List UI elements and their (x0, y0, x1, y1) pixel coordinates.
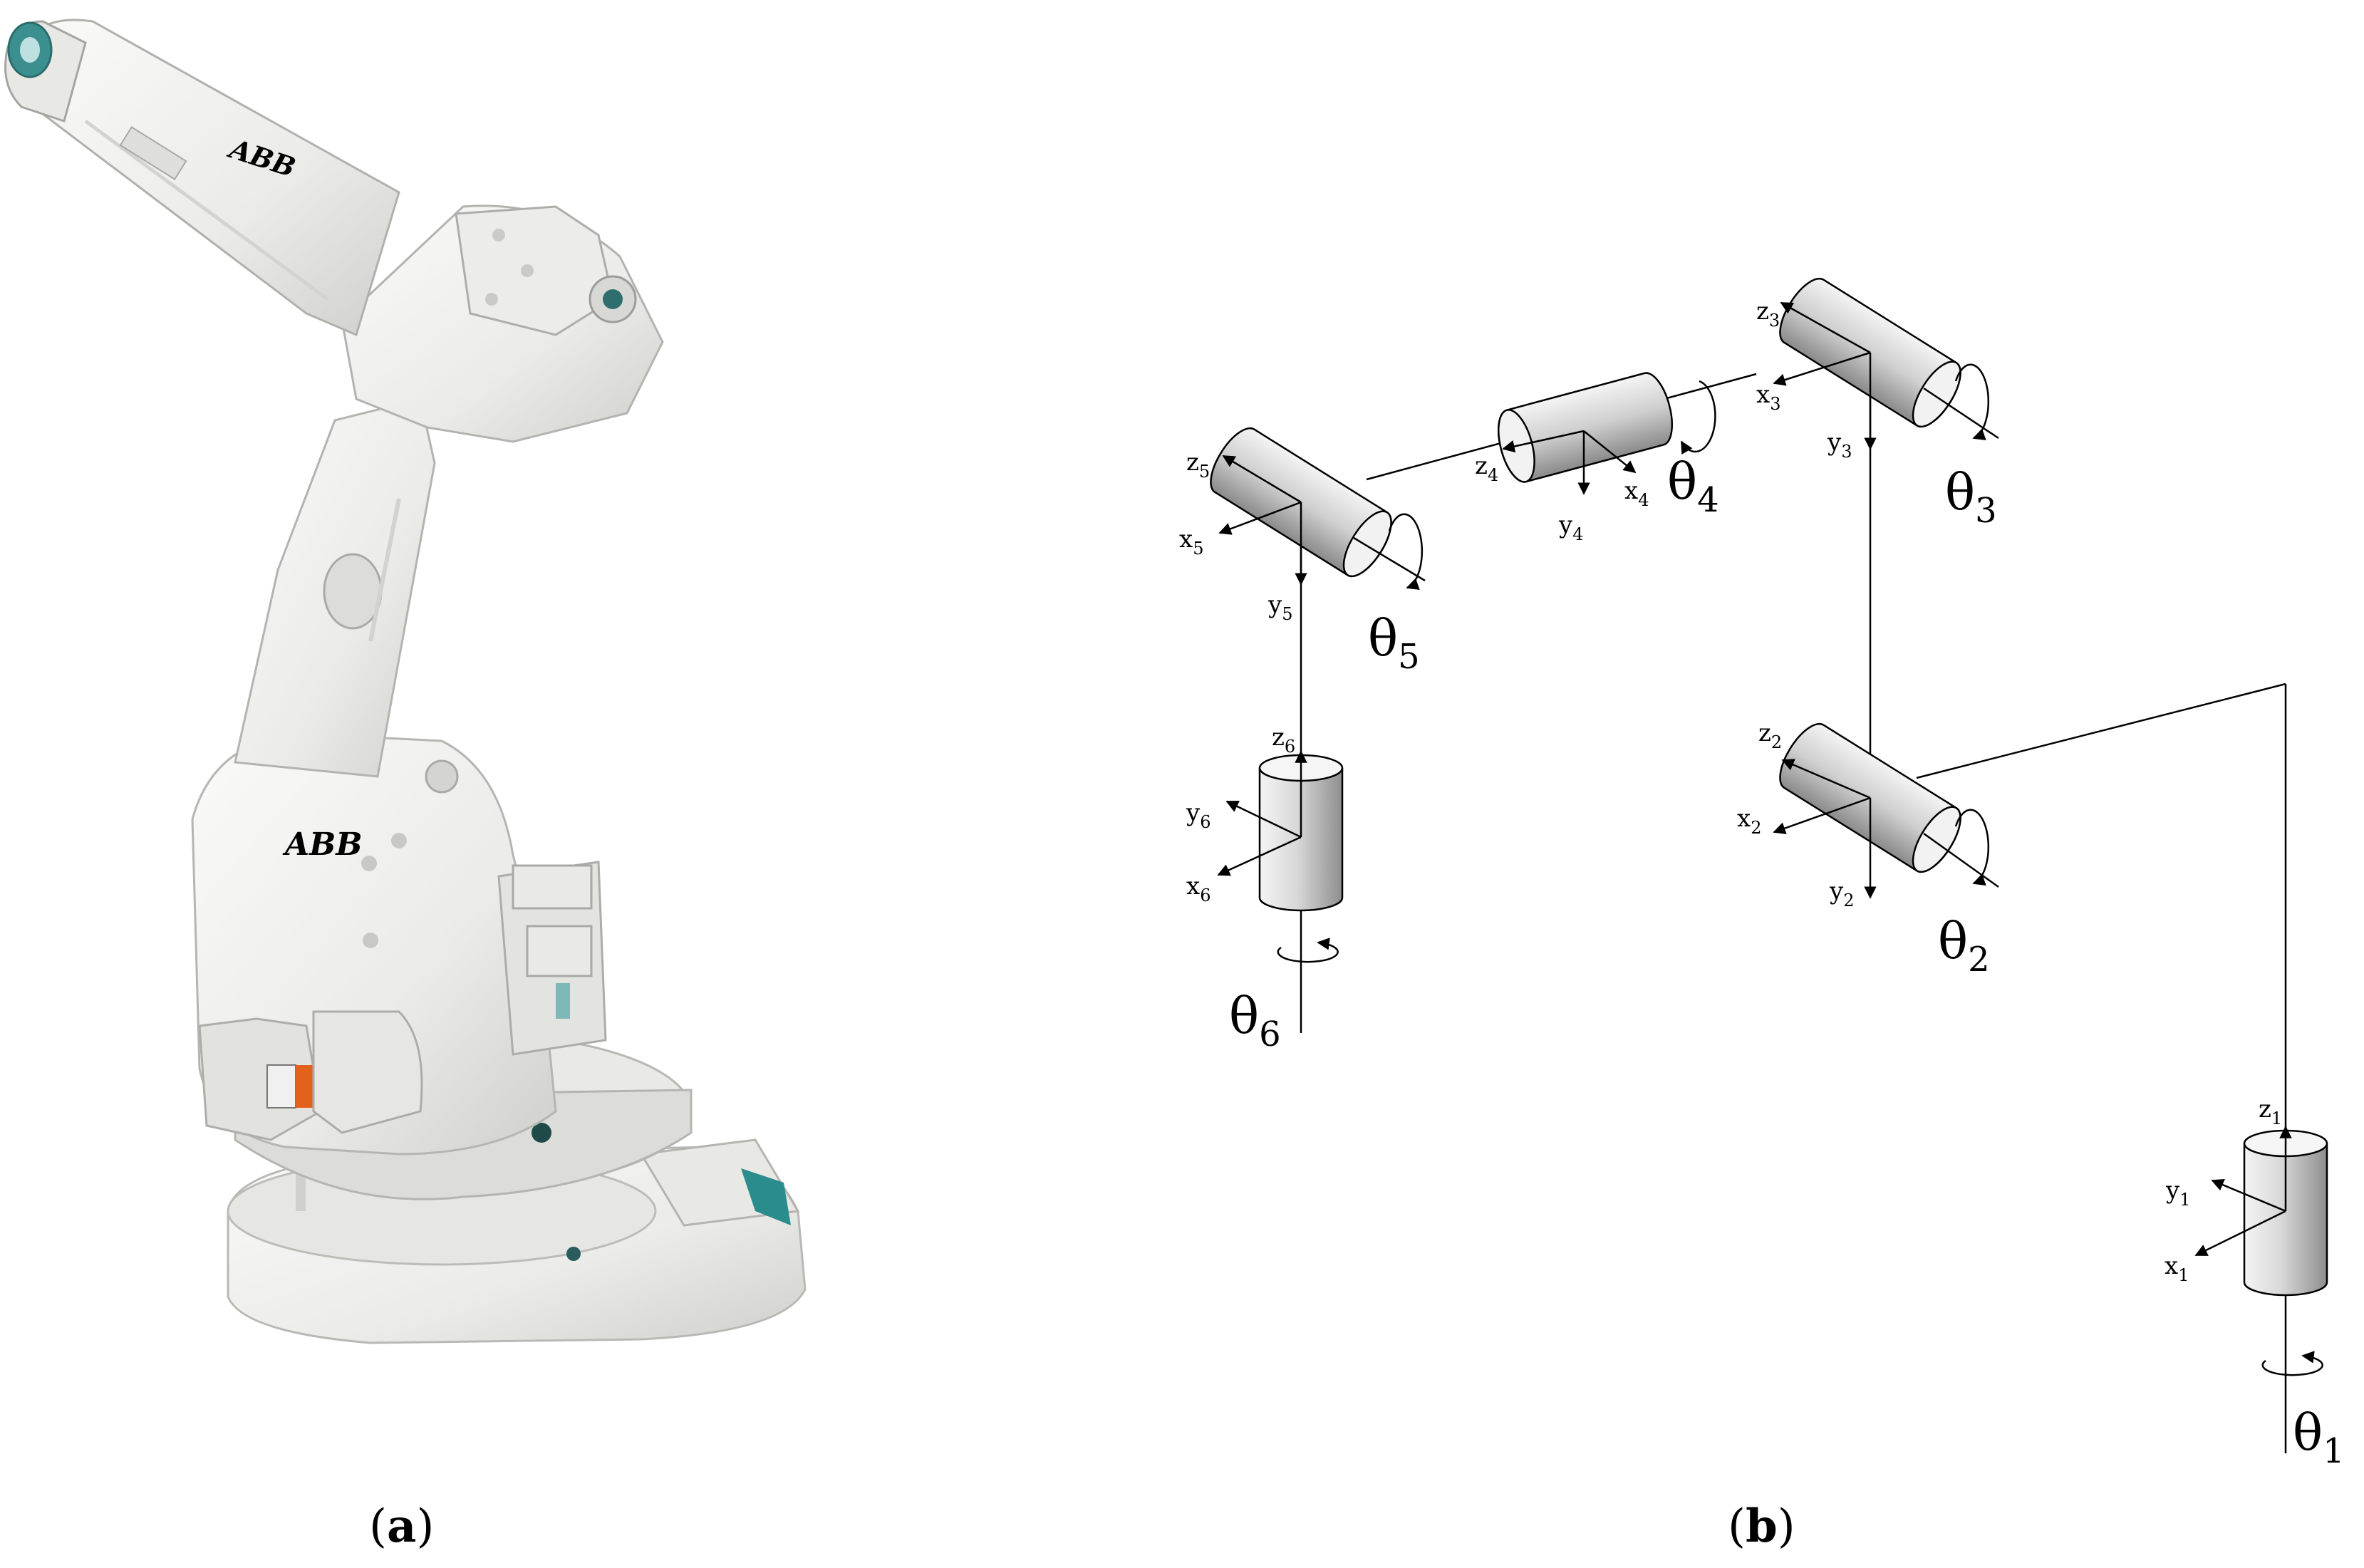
label-theta2: θ2 (1938, 912, 1990, 980)
label-theta4: θ4 (1667, 452, 1719, 520)
label-z5: z5 (1186, 448, 1210, 482)
base-connector-accent (741, 1168, 791, 1225)
label-x6: x6 (1186, 872, 1210, 905)
label-z6: z6 (1272, 723, 1295, 757)
label-x3: x3 (1756, 380, 1780, 414)
panel-b-caption: (b) (1728, 1500, 1795, 1553)
robot-photo: ABB (4, 19, 807, 1344)
joint-1 (2194, 1126, 2328, 1376)
label-theta3: θ3 (1945, 463, 1997, 531)
joint-4 (1498, 372, 1716, 495)
label-theta1: θ1 (2293, 1403, 2345, 1471)
kinematic-labels: z1 y1 x1 θ1 z2 x2 y2 θ2 z3 x3 y3 θ3 z4 x… (1179, 297, 2345, 1471)
joint-3 (1773, 277, 1999, 450)
joint-6 (1217, 750, 1344, 963)
label-z3: z3 (1756, 297, 1780, 331)
label-x5: x5 (1179, 525, 1203, 559)
panel-b-letter: b (1745, 1500, 1778, 1553)
label-z2: z2 (1758, 719, 1782, 752)
link-lines (1300, 328, 2287, 1453)
label-y3: y3 (1827, 428, 1852, 462)
joint-5 (1210, 427, 1426, 590)
robot-lower-arm (234, 398, 459, 794)
label-y6: y6 (1186, 799, 1211, 832)
turntable-bolt (532, 1123, 551, 1143)
label-x1: x1 (2165, 1252, 2189, 1285)
robot-forearm: ABB (22, 19, 400, 337)
label-x2: x2 (1737, 804, 1761, 838)
robot-wrist (4, 20, 87, 123)
label-y1: y1 (2165, 1176, 2191, 1210)
label-z1: z1 (2259, 1095, 2282, 1128)
robot-lower-body: ABB (191, 732, 607, 1156)
robot-upper-arm (341, 204, 664, 443)
label-theta5: θ5 (1368, 609, 1420, 677)
joint-2 (1773, 722, 1999, 899)
label-y5: y5 (1267, 591, 1293, 624)
label-y2: y2 (1829, 877, 1855, 910)
base-bolt (566, 1247, 581, 1261)
label-x4: x4 (1624, 477, 1649, 510)
label-y4: y4 (1558, 511, 1584, 544)
abb-logo-lower: ABB (282, 826, 363, 863)
panel-a-caption: (a) (369, 1500, 435, 1553)
label-theta6: θ6 (1229, 987, 1281, 1054)
kinematic-diagram (1210, 277, 2328, 1453)
panel-a-letter: a (386, 1500, 417, 1553)
label-z4: z4 (1475, 452, 1498, 485)
